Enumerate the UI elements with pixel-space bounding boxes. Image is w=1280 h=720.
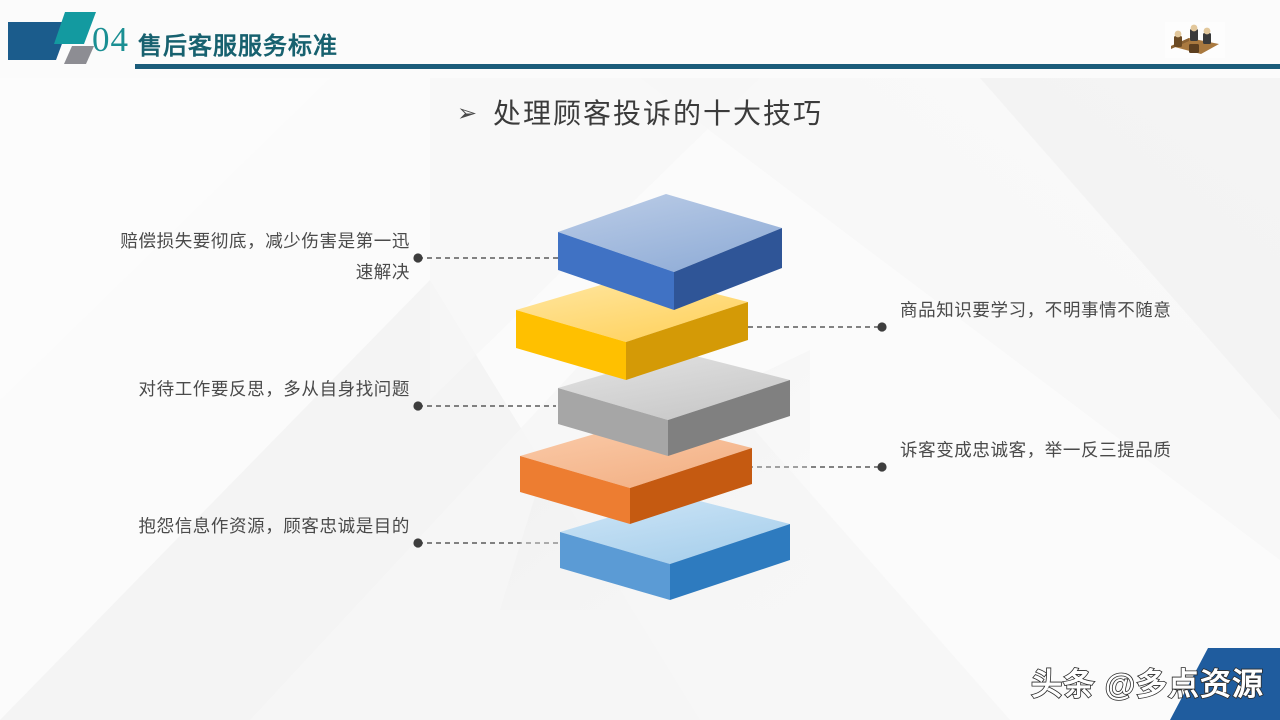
connector-dot-right-1 — [877, 322, 887, 332]
header-title: 售后客服服务标准 — [138, 33, 338, 60]
callout-left-3: 抱怨信息作资源，顾客忠诚是目的 — [110, 511, 410, 542]
page-title: ➢ 处理顾客投诉的十大技巧 — [0, 92, 1280, 132]
callout-right-1-text: 商品知识要学习，不明事情不随意 — [900, 300, 1172, 320]
page-title-text: 处理顾客投诉的十大技巧 — [493, 98, 824, 129]
callout-left-2-text: 对待工作要反思，多从自身找问题 — [138, 379, 410, 399]
watermark-shape — [1170, 648, 1280, 720]
connector-dot-right-2 — [877, 462, 887, 472]
callout-left-2: 对待工作要反思，多从自身找问题 — [110, 374, 410, 405]
isometric-block-stack — [500, 194, 810, 610]
callout-right-2: 诉客变成忠诚客，举一反三提品质 — [900, 435, 1200, 466]
callout-left-1-text: 赔偿损失要彻底，减少伤害是第一迅速解决 — [120, 231, 410, 282]
header-rule — [135, 64, 1280, 69]
arrow-bullet-icon: ➢ — [456, 100, 480, 127]
connector-dot-left-1 — [413, 253, 423, 263]
meeting-figures-photo-icon — [1165, 22, 1225, 58]
callout-right-1: 商品知识要学习，不明事情不随意 — [900, 295, 1200, 326]
block-layer-5 — [560, 496, 790, 600]
block-layer-3 — [558, 352, 790, 456]
block-layer-1 — [558, 194, 782, 310]
callout-left-1: 赔偿损失要彻底，减少伤害是第一迅速解决 — [110, 226, 410, 288]
callout-right-2-text: 诉客变成忠诚客，举一反三提品质 — [900, 440, 1172, 460]
slide-header: 04 售后客服服务标准 — [0, 0, 1280, 80]
brand-logo — [8, 12, 96, 64]
watermark-text: 头条 @多点资源 — [1030, 666, 1264, 703]
callout-left-3-text: 抱怨信息作资源，顾客忠诚是目的 — [138, 516, 410, 536]
connector-dot-left-3 — [413, 538, 423, 548]
section-number: 04 — [92, 20, 129, 59]
connector-dot-left-2 — [413, 401, 423, 411]
